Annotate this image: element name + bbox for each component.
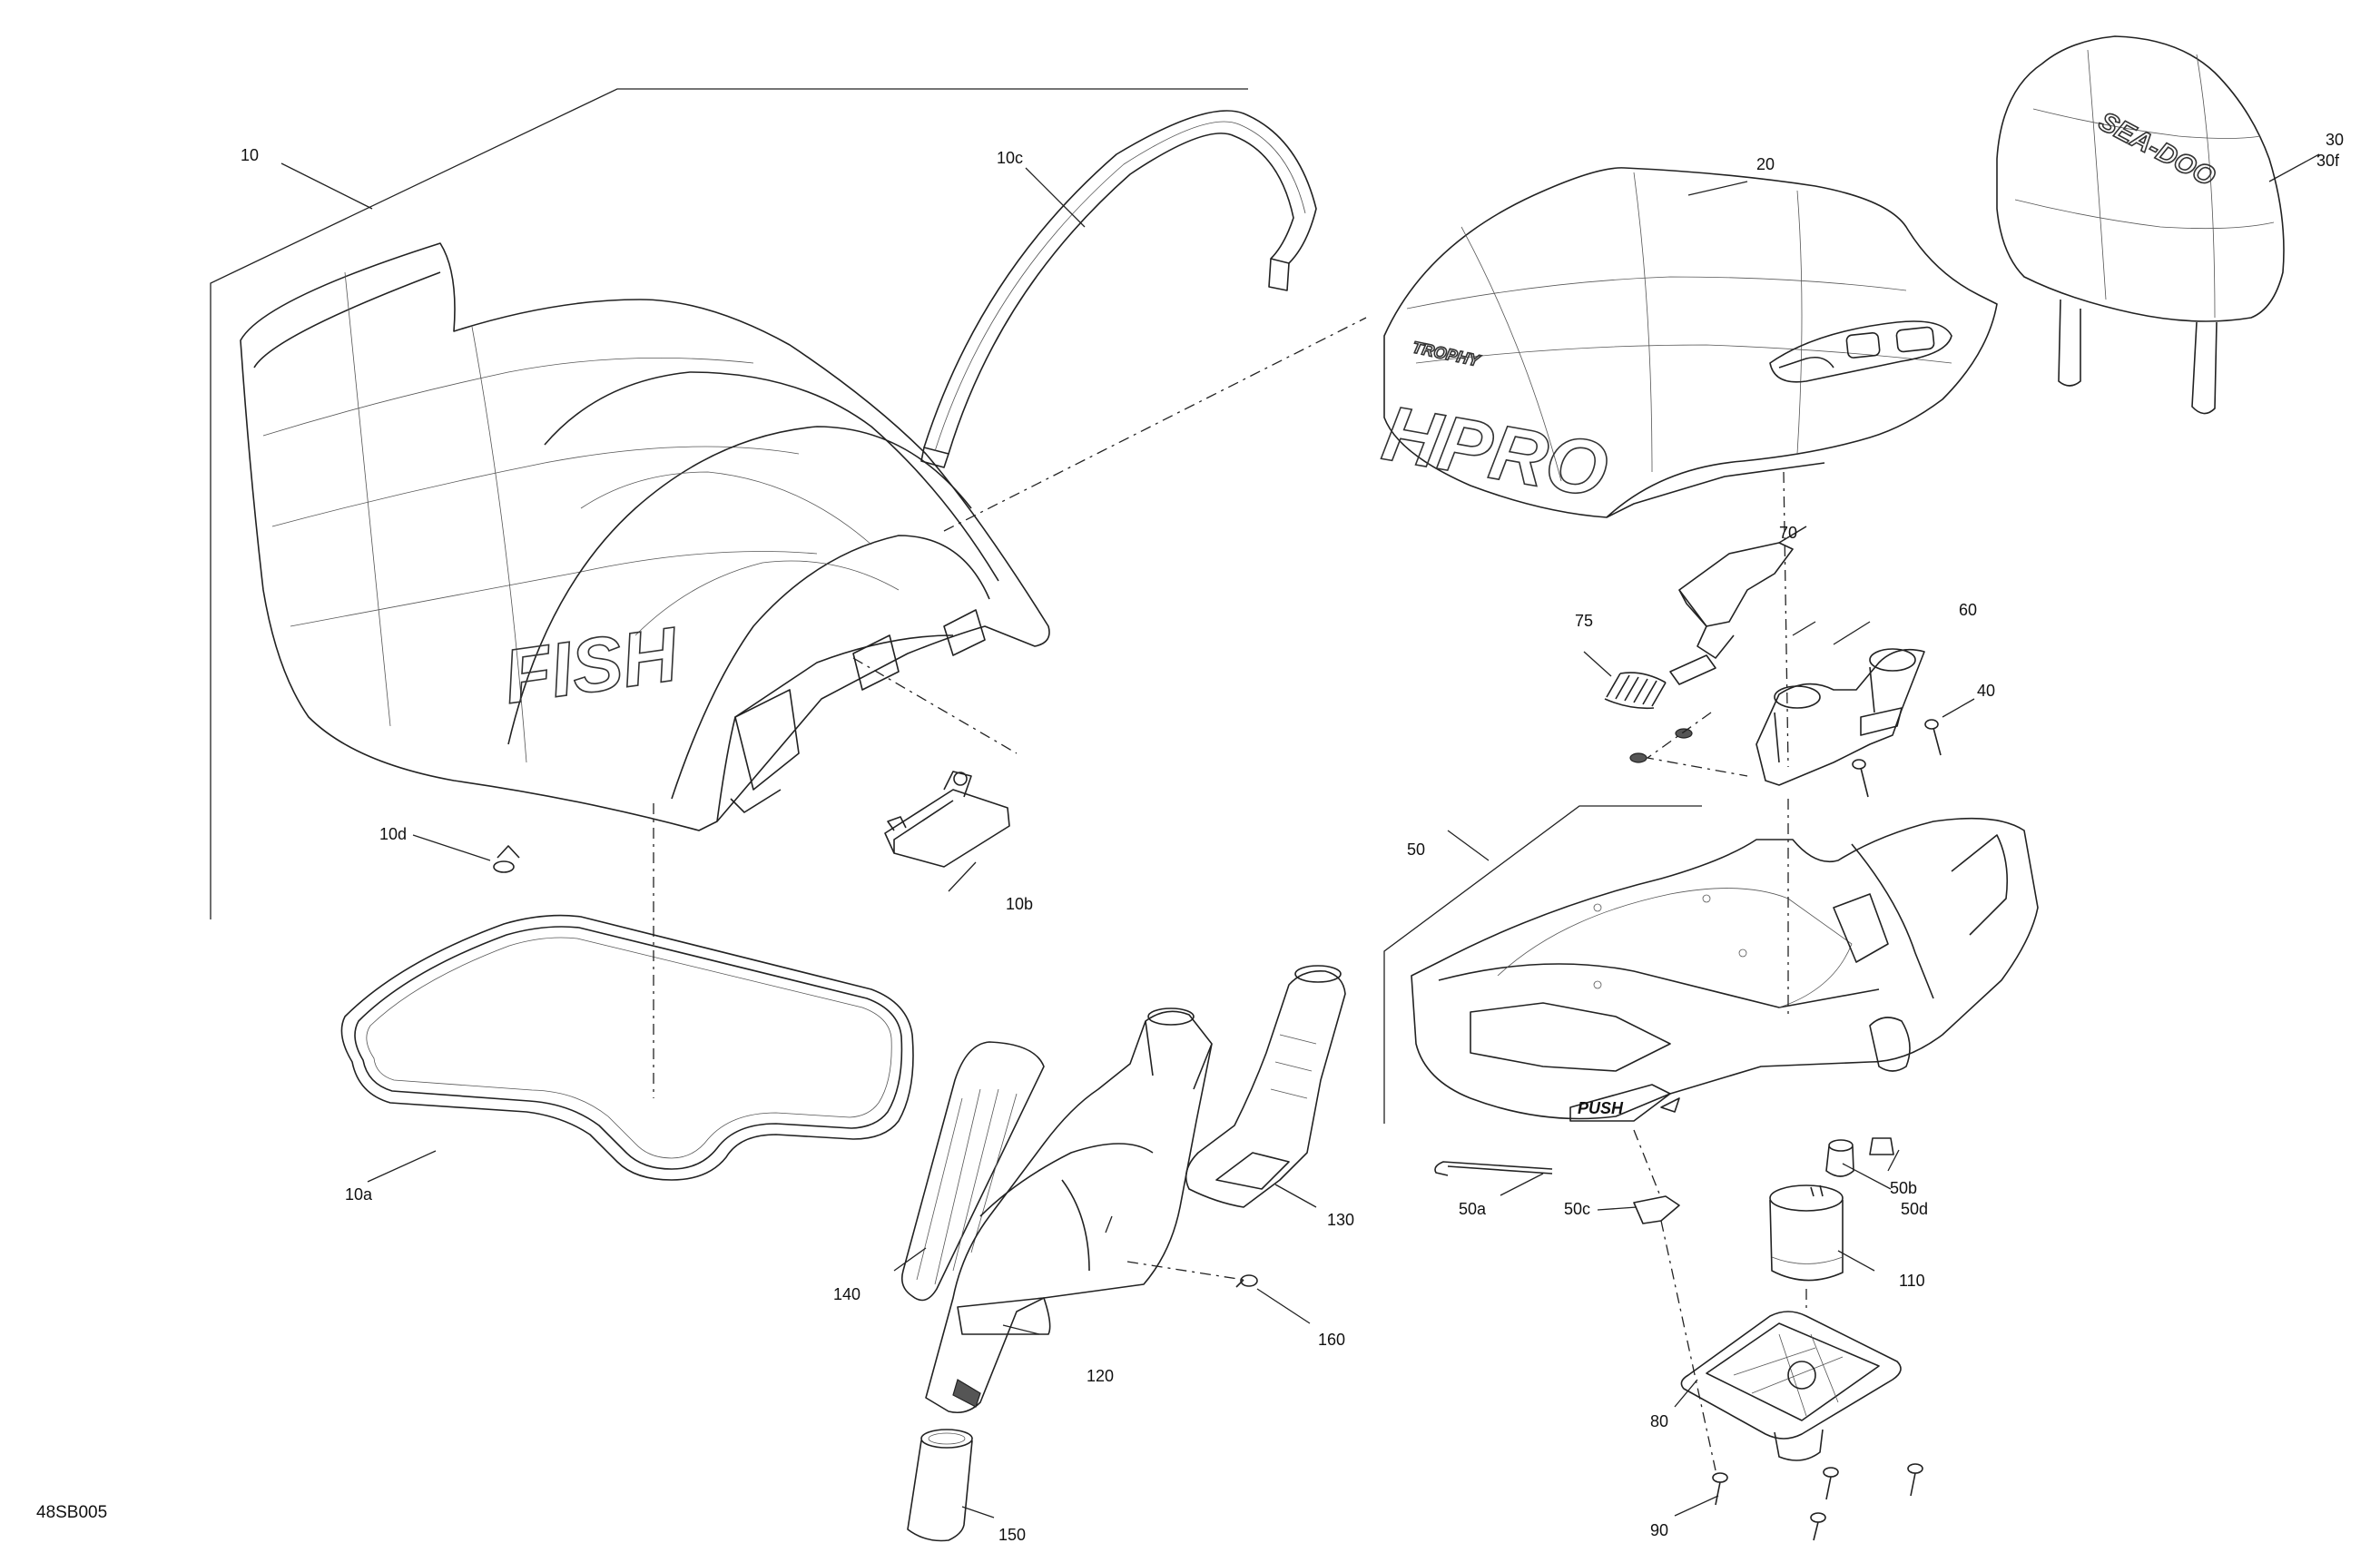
rear-seat-trophy-logo: TROPHY [1411, 338, 1482, 370]
bumper-part-50b [1869, 1137, 1894, 1155]
drawing-reference-code: 48SB005 [36, 1503, 107, 1522]
callout-110: 110 [1899, 1272, 1925, 1290]
screw-part-40 [1924, 719, 1942, 756]
assembly-frame-10 [210, 88, 1248, 919]
latch-part-10b [884, 771, 1010, 868]
clip-part-10d [493, 845, 520, 873]
callout-75: 75 [1575, 612, 1593, 630]
callout-30: 30 [2326, 131, 2344, 149]
rear-seat-hpro-logo: HPRO [1377, 389, 1614, 515]
spring-part [1604, 654, 1716, 710]
bumper-part-50d [1825, 1139, 1854, 1177]
screw-small-c [1852, 759, 1869, 798]
leader-lines [280, 153, 2320, 1518]
base-plate-part [1680, 1311, 1902, 1461]
handle-part [925, 1007, 1213, 1414]
screw-small-a [1675, 728, 1693, 739]
callout-10c: 10c [997, 149, 1023, 167]
seat-fish-logo: FISH [498, 611, 684, 720]
main-seat-part: FISH [240, 242, 1050, 831]
callout-60: 60 [1959, 601, 1977, 619]
backrest-part: SEA-DOO [1996, 35, 2285, 415]
clip-part-50c [1633, 1195, 1680, 1224]
sleeve-part [907, 1429, 973, 1542]
rear-seat-part: TROPHY HPRO [1376, 167, 1998, 518]
assembly-lines [653, 317, 1807, 1471]
backrest-seadoo-logo: SEA-DOO [2094, 106, 2220, 192]
assembly-frame-50 [1383, 805, 1702, 1124]
lock-lever-part [1678, 526, 1807, 659]
callout-20: 20 [1756, 155, 1775, 173]
callout-90: 90 [1650, 1521, 1668, 1539]
callout-50: 50 [1407, 840, 1425, 859]
callout-labels: 10 10c 20 30 30f 70 60 75 40 10d 10b 50 … [241, 131, 2344, 1543]
callout-140: 140 [833, 1285, 861, 1303]
callout-10a: 10a [345, 1185, 373, 1204]
callout-160: 160 [1318, 1331, 1345, 1349]
callout-50c: 50c [1564, 1200, 1590, 1218]
screw-part-160 [1235, 1274, 1258, 1288]
callout-50b: 50b [1890, 1179, 1917, 1197]
screw-small-b [1629, 752, 1647, 763]
screw-part-90 [1712, 1463, 1923, 1541]
strap-part [920, 110, 1317, 468]
callout-50a: 50a [1459, 1200, 1487, 1218]
callout-30f: 30f [2316, 152, 2340, 170]
callout-10: 10 [241, 146, 259, 164]
seat-base-part: PUSH [1411, 817, 2039, 1122]
callout-80: 80 [1650, 1412, 1668, 1430]
callout-50d: 50d [1901, 1200, 1928, 1218]
seat-seal-part [340, 914, 914, 1181]
callout-40: 40 [1977, 682, 1995, 700]
seat-base-push-text: PUSH [1578, 1099, 1624, 1117]
callout-130: 130 [1327, 1211, 1354, 1229]
callout-70: 70 [1779, 524, 1797, 542]
callout-10b: 10b [1006, 895, 1033, 913]
handle-side-part [1185, 965, 1346, 1208]
latch-housing-part [1755, 648, 1925, 786]
pin-part-50a [1434, 1161, 1553, 1176]
callout-150: 150 [998, 1526, 1026, 1543]
callout-120: 120 [1087, 1367, 1114, 1385]
callout-10d: 10d [379, 825, 407, 843]
grip-cover-part [900, 1041, 1045, 1302]
cup-part [1769, 1184, 1844, 1282]
